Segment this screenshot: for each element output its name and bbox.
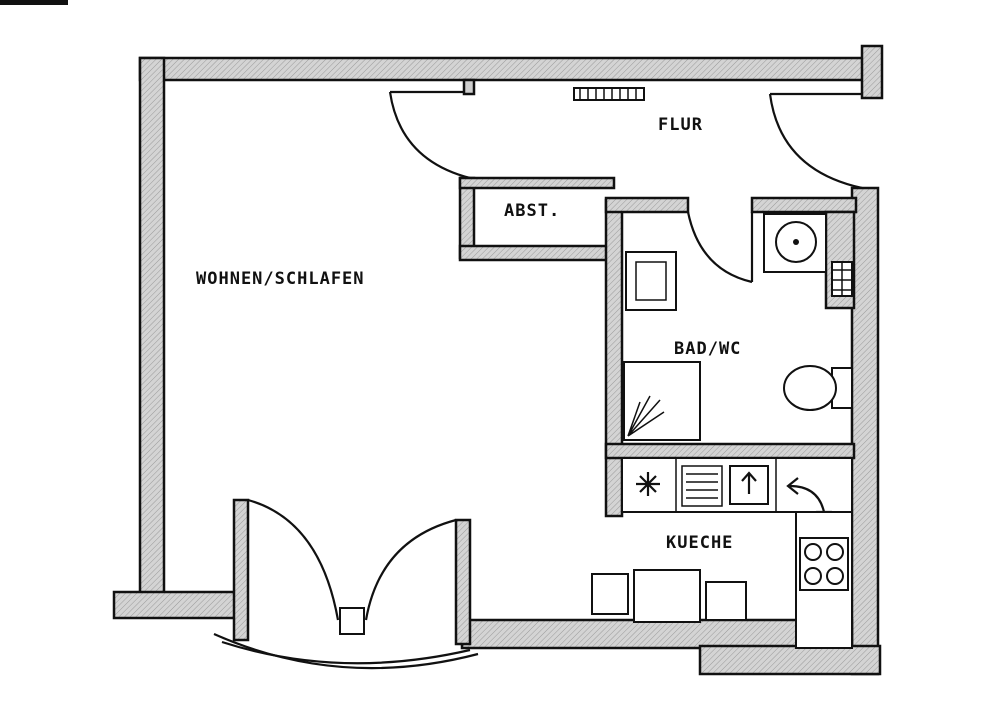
radiator-body: [573, 87, 645, 101]
chair-left: [591, 573, 629, 615]
room-label-bad: BAD/WC: [674, 339, 741, 359]
chair-right: [705, 581, 747, 621]
shaft-grid-lines: [832, 262, 852, 296]
balcony-pillar-right: [454, 518, 472, 646]
wall-top: [138, 56, 867, 82]
door-flur-right-swing: [768, 93, 863, 190]
wall-bottom-right: [460, 618, 854, 650]
freezer-star-icon: [636, 472, 660, 496]
kitchen-fixtures: [591, 457, 853, 649]
wall-bottom-corner: [698, 644, 882, 676]
wall-abst-bottom: [458, 244, 622, 262]
swing-arrow-head: [786, 477, 799, 495]
wall-bath-top-left: [604, 196, 690, 214]
dish-drainer: [681, 465, 723, 507]
balcony-door-left-swing: [247, 498, 340, 621]
wall-bottom-left: [112, 590, 242, 620]
round-basin-drain: [793, 239, 799, 245]
wall-bath-left: [604, 198, 624, 518]
outer-walls: [112, 44, 884, 676]
dish-drainer-lines: [686, 473, 718, 499]
swing-arrow: [789, 484, 826, 513]
balcony-edge-inner: [221, 640, 471, 665]
doors: [388, 78, 863, 284]
wall-bath-bottom: [604, 442, 856, 460]
page-edge-mark: [0, 0, 68, 5]
sink-arrow-icon: [741, 471, 757, 494]
burner-2-icon: [826, 543, 844, 561]
room-label-kueche: KUECHE: [666, 533, 733, 553]
room-label-abst: ABST.: [504, 201, 560, 221]
door-flur-left-swing: [388, 91, 471, 180]
wall-right: [850, 186, 880, 676]
balcony-edge-outer: [213, 632, 479, 670]
wall-abst-top: [458, 176, 616, 190]
radiator-fins: [579, 88, 637, 100]
door-flur-left-jamb: [462, 78, 476, 96]
shower-spray: [627, 395, 665, 437]
burner-3-icon: [804, 567, 822, 585]
washbasin: [625, 251, 677, 311]
room-label-flur: FLUR: [658, 115, 703, 135]
radiator: [573, 87, 645, 101]
wall-top-right-stub: [860, 44, 884, 100]
burner-4-icon: [826, 567, 844, 585]
balcony-pillar-left: [232, 498, 250, 642]
balcony-door-post: [339, 607, 365, 635]
wall-bath-top-right: [750, 196, 858, 214]
burner-1-icon: [804, 543, 822, 561]
washbasin-bowl: [635, 261, 667, 301]
room-label-wohnen: WOHNEN/SCHLAFEN: [196, 269, 365, 289]
balcony: [213, 498, 479, 670]
balcony-door-right-swing: [364, 518, 457, 621]
wall-left: [138, 56, 166, 600]
dining-table: [633, 569, 701, 623]
toilet-bowl: [783, 365, 837, 411]
door-bath-swing: [686, 211, 753, 284]
bathroom-fixtures: [623, 213, 853, 441]
